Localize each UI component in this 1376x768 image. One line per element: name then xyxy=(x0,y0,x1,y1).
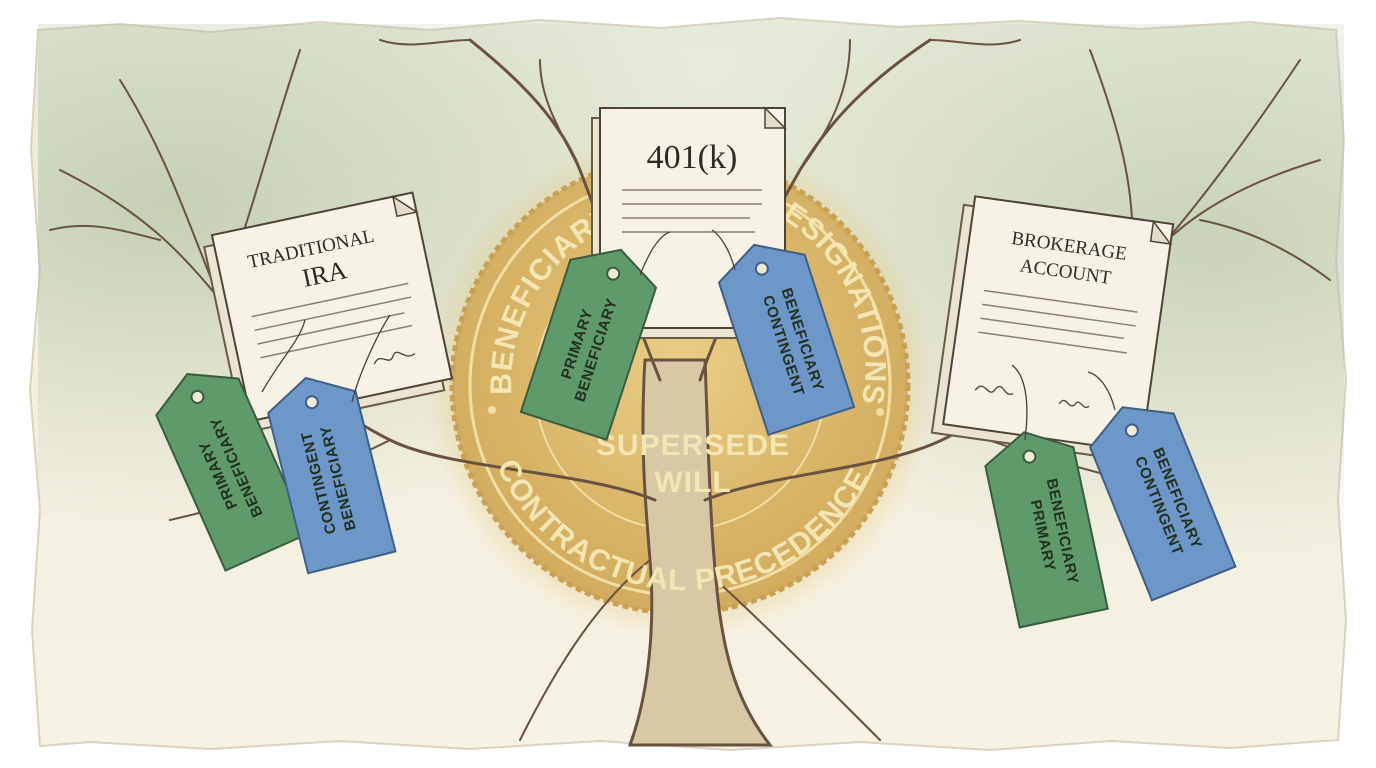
ira-document xyxy=(203,191,454,435)
account-traditional-ira: TRADITIONAL IRA PRIMARY BENEFICIARY CONT… xyxy=(155,191,454,575)
seal-center-line1: SUPERSEDE xyxy=(596,429,790,462)
ira-contingent-tag: CONTINGENT BENEFICIARY xyxy=(267,376,397,575)
account-401k: 401(k) PRIMARY BENEFICIARY CONTINGENT BE… xyxy=(519,106,856,442)
brokerage-primary-tag: PRIMARY BENEFICIARY xyxy=(984,431,1109,629)
account-brokerage: BROKERAGE ACCOUNT PRIMARY BENEFICIARY CO… xyxy=(930,195,1237,629)
ira-primary-tag: PRIMARY BENEFICIARY xyxy=(155,373,310,572)
401k-primary-tag: PRIMARY BENEFICIARY xyxy=(519,248,658,442)
401k-title: 401(k) xyxy=(647,139,738,176)
401k-contingent-tag: CONTINGENT BENEFICIARY xyxy=(717,243,856,437)
seal-center-line2: WILL xyxy=(654,466,731,499)
brokerage-contingent-tag: CONTINGENT BENEFICIARY xyxy=(1089,406,1237,602)
brokerage-document xyxy=(930,195,1175,462)
tree-trunk xyxy=(627,358,774,747)
